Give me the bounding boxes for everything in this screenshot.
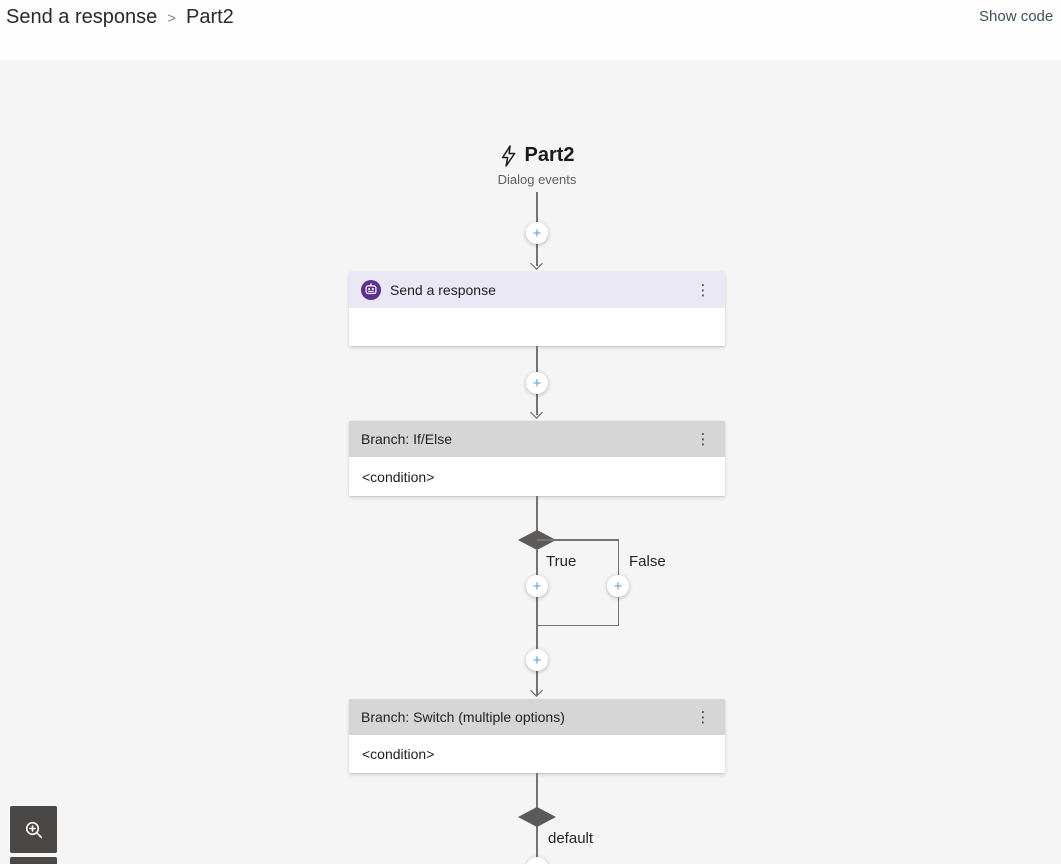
flow-canvas[interactable]: Part2 Dialog events + [0,60,1061,864]
more-options-button[interactable]: ⋮ [695,282,711,299]
branch-line-bottom [537,624,619,626]
show-code-button[interactable]: Show code [979,8,1054,25]
connector-line [536,550,538,695]
arrowhead-icon [530,406,543,419]
trigger-title: Part2 [524,144,575,166]
branch-label-false: False [629,553,666,570]
condition-placeholder[interactable]: <condition> [349,457,725,496]
breadcrumb: Send a response > Part2 [6,6,234,29]
plus-icon: + [613,577,623,595]
arrowhead-icon [530,257,543,270]
plus-icon: + [532,651,542,669]
branch-line-top [537,539,619,541]
add-node-button-true-branch[interactable]: + [526,575,548,597]
node-send-a-response[interactable]: Send a response ⋮ [349,272,725,346]
more-options-button[interactable]: ⋮ [695,709,711,726]
more-options-button[interactable]: ⋮ [695,431,711,448]
plus-icon: + [533,860,542,864]
node-header: Branch: Switch (multiple options) ⋮ [349,699,725,735]
node-title: Branch: Switch (multiple options) [361,709,565,725]
connector-line [536,496,538,532]
trigger-subtitle: Dialog events [497,172,577,187]
node-title: Send a response [390,282,496,298]
trigger-node[interactable]: Part2 Dialog events [498,144,577,187]
add-node-button[interactable]: + [526,857,548,864]
node-body[interactable] [349,308,725,346]
breadcrumb-item-part2[interactable]: Part2 [186,6,234,28]
plus-icon: + [532,577,542,595]
add-node-button[interactable]: + [526,649,548,671]
top-bar: Send a response > Part2 Show code [0,0,1061,60]
chevron-right-icon: > [167,10,176,27]
zoom-out-button[interactable] [10,857,57,864]
zoom-in-icon [23,819,45,841]
zoom-in-button[interactable] [10,806,57,853]
node-branch-if-else[interactable]: Branch: If/Else ⋮ <condition> [349,421,725,496]
add-node-button-false-branch[interactable]: + [607,575,629,597]
branch-diamond-icon [518,807,556,827]
branch-label-true: True [546,553,577,570]
branch-label-default: default [548,830,594,847]
node-header: Branch: If/Else ⋮ [349,421,725,457]
plus-icon: + [532,374,542,392]
add-node-button[interactable]: + [526,372,548,394]
arrowhead-icon [530,684,543,697]
add-node-button[interactable]: + [526,222,548,244]
bot-message-icon [361,280,381,300]
node-header: Send a response ⋮ [349,272,725,308]
lightning-bolt-icon [499,144,517,167]
node-title: Branch: If/Else [361,431,453,447]
condition-placeholder[interactable]: <condition> [349,735,725,773]
plus-icon: + [532,224,542,242]
breadcrumb-item-send-a-response[interactable]: Send a response [6,6,158,28]
node-branch-switch[interactable]: Branch: Switch (multiple options) ⋮ <con… [349,699,725,773]
